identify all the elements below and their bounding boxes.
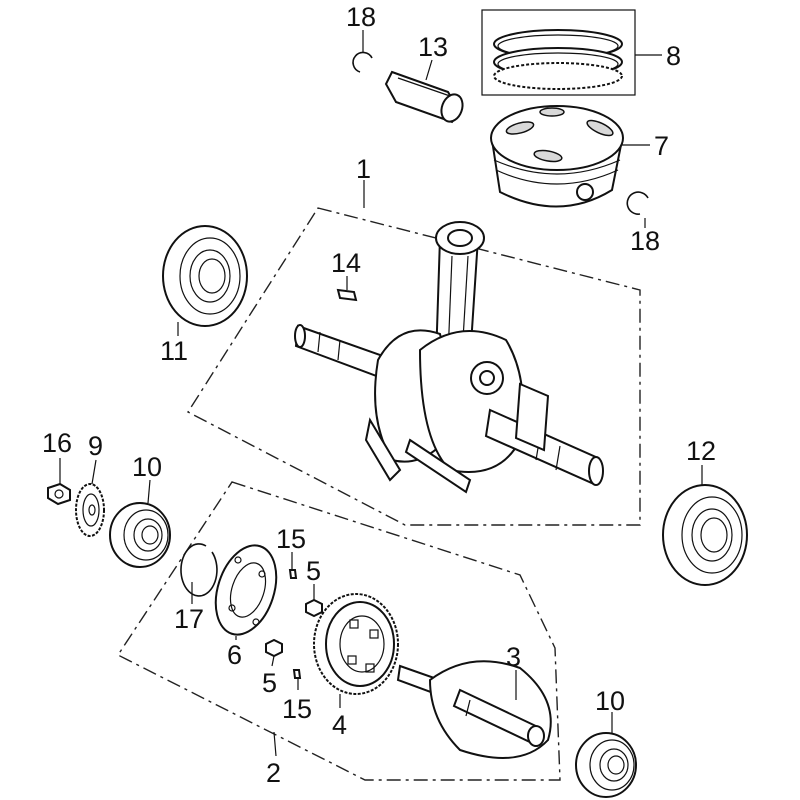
- label-18-lower: 18: [630, 226, 660, 256]
- label-12: 12: [686, 436, 716, 466]
- label-4: 4: [332, 710, 347, 740]
- leader-lines: [59, 30, 703, 757]
- nut-5-lower: [265, 638, 283, 658]
- label-5-lower: 5: [262, 668, 277, 698]
- circlip-18-top: [352, 51, 373, 73]
- piston-pin-13: [384, 70, 464, 124]
- bearing-10-upper: [109, 502, 171, 568]
- bearing-10-lower: [575, 732, 637, 798]
- label-8: 8: [666, 41, 681, 71]
- part-labels: 18 13 8 7 1 18 14 11 12 16 9 10 15 5 17 …: [42, 2, 716, 788]
- balancer-gear-4: [313, 593, 399, 695]
- label-6: 6: [227, 640, 242, 670]
- circlip-17: [180, 543, 218, 597]
- label-17: 17: [174, 604, 204, 634]
- bearing-12: [662, 484, 748, 586]
- crankshaft-assembly-outline: [186, 207, 641, 526]
- nut-5-upper: [305, 598, 323, 618]
- label-10-lower: 10: [595, 686, 625, 716]
- balancer-shaft-3: [396, 660, 552, 759]
- crankshaft-1: [294, 221, 604, 494]
- label-15-upper: 15: [276, 524, 306, 554]
- plate-6: [214, 544, 278, 636]
- label-11: 11: [160, 336, 188, 366]
- label-9: 9: [88, 431, 103, 461]
- label-10-upper: 10: [132, 452, 162, 482]
- piston-rings-8: [481, 9, 636, 96]
- bearing-11: [162, 225, 248, 327]
- woodruff-key-14: [336, 288, 358, 302]
- label-18-top: 18: [346, 2, 376, 32]
- circlip-18-lower: [626, 191, 649, 215]
- piston-7: [490, 105, 624, 208]
- label-3: 3: [506, 642, 521, 672]
- pin-15-lower: [292, 669, 302, 679]
- label-14: 14: [331, 248, 361, 278]
- gear-9: [75, 483, 105, 537]
- label-1: 1: [356, 154, 371, 184]
- label-15-lower: 15: [282, 694, 312, 724]
- label-7: 7: [654, 131, 669, 161]
- label-2: 2: [266, 758, 281, 788]
- pin-15-upper: [288, 569, 298, 579]
- label-13: 13: [418, 32, 448, 62]
- balancer-assembly-outline: [116, 481, 561, 781]
- nut-16: [47, 482, 71, 506]
- label-16: 16: [42, 428, 72, 458]
- label-5-upper: 5: [306, 556, 321, 586]
